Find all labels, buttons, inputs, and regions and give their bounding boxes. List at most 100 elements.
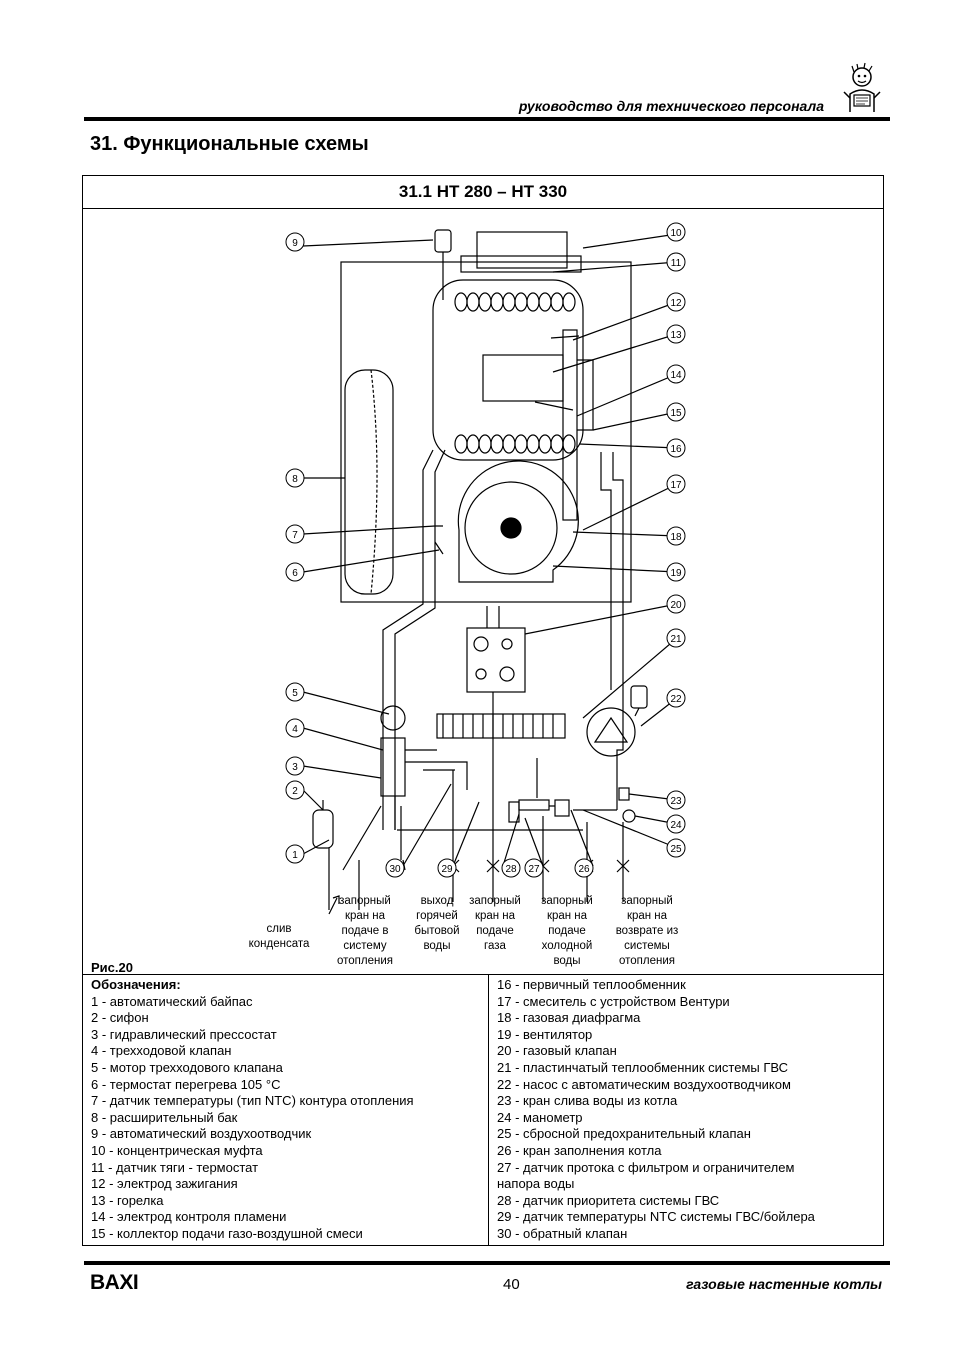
- legend-item: 28 - датчик приоритета системы ГВС: [497, 1192, 720, 1208]
- legend-item: 17 - смеситель с устройством Вентури: [497, 993, 730, 1009]
- svg-text:холодной: холодной: [542, 940, 593, 952]
- legend-item: 6 - термостат перегрева 105 °С: [91, 1076, 281, 1092]
- svg-text:запорный: запорный: [339, 895, 391, 907]
- callout-9: 9: [292, 238, 298, 249]
- boiler-casing: [340, 261, 632, 603]
- legend-item: 19 - вентилятор: [497, 1026, 593, 1042]
- svg-text:подаче: подаче: [548, 925, 586, 937]
- three-way-valve-motor: [380, 705, 406, 731]
- figure-label: Рис.20: [91, 960, 133, 975]
- svg-text:возврате из: возврате из: [616, 925, 679, 937]
- legend-item: 3 - гидравлический прессостат: [91, 1026, 277, 1042]
- legend-item: 29 - датчик температуры NTC системы ГВС/…: [497, 1209, 815, 1225]
- technician-mascot-icon: [843, 62, 881, 112]
- svg-text:систему: систему: [343, 940, 386, 952]
- svg-text:подаче: подаче: [476, 925, 514, 937]
- legend-right-column: 16 - первичный теплообменник 17 - смесит…: [497, 977, 877, 1243]
- callout-19: 19: [670, 568, 682, 579]
- svg-text:газа: газа: [484, 940, 506, 952]
- legend-item: 4 - трехходовой клапан: [91, 1043, 232, 1059]
- svg-text:бытовой: бытовой: [414, 925, 459, 937]
- plate-heat-exchanger: [436, 713, 566, 739]
- legend-item: 25 - сбросной предохранительный клапан: [497, 1126, 751, 1142]
- callout-2: 2: [292, 786, 298, 797]
- svg-text:конденсата: конденсата: [249, 938, 310, 950]
- gas-valve: [466, 627, 526, 693]
- legend-item: 7 - датчик температуры (тип NTC) контура…: [91, 1093, 414, 1109]
- label-heating-return-valve: запорный кран на возврате из системы ото…: [616, 895, 679, 967]
- label-hot-water-outlet: выход горячей бытовой воды: [414, 895, 459, 952]
- legend-column-divider: [488, 974, 489, 1246]
- callout-20: 20: [670, 600, 682, 611]
- concentric-flue: [476, 231, 568, 269]
- burner: [482, 354, 564, 402]
- legend-item: 11 - датчик тяги - термостат: [91, 1159, 259, 1175]
- label-condensate-drain: слив конденсата: [249, 923, 310, 950]
- subsection-title: 31.1 HT 280 – HT 330: [83, 176, 883, 209]
- callout-11: 11: [671, 258, 682, 269]
- svg-text:воды: воды: [423, 940, 450, 952]
- legend-divider: [83, 974, 883, 975]
- legend-heading: Обозначения:: [91, 977, 181, 992]
- label-cold-water-valve: запорный кран на подаче холодной воды: [541, 895, 593, 967]
- legend-left-column: Обозначения: 1 - автоматический байпас 2…: [91, 977, 483, 1243]
- legend-item: 30 - обратный клапан: [497, 1225, 628, 1241]
- callout-14: 14: [670, 370, 682, 381]
- legend-item: 12 - электрод зажигания: [91, 1176, 238, 1192]
- svg-text:кран на: кран на: [627, 910, 668, 922]
- callout-29: 29: [441, 864, 453, 875]
- callout-5: 5: [292, 688, 298, 699]
- section-title: 31. Функциональные схемы: [90, 133, 369, 155]
- svg-text:BAXI: BAXI: [90, 1271, 138, 1293]
- three-way-valve: [380, 737, 406, 797]
- legend-item: 23 - кран слива воды из котла: [497, 1093, 678, 1109]
- footer-rule: [84, 1261, 890, 1265]
- callout-23: 23: [670, 796, 682, 807]
- svg-text:запорный: запорный: [469, 895, 521, 907]
- baxi-logo: BAXI: [90, 1271, 139, 1293]
- primary-heat-exchanger-coils: [454, 292, 576, 454]
- callout-15: 15: [670, 408, 682, 419]
- legend-item: 9 - автоматический воздухоотводчик: [91, 1126, 312, 1142]
- callout-4: 4: [292, 724, 298, 735]
- callout-10: 10: [670, 228, 682, 239]
- label-gas-valve: запорный кран на подаче газа: [469, 895, 521, 952]
- legend-item: 26 - кран заполнения котла: [497, 1142, 662, 1158]
- svg-text:кран на: кран на: [345, 910, 386, 922]
- callout-26: 26: [578, 864, 590, 875]
- expansion-tank: [344, 369, 394, 595]
- callout-28: 28: [505, 864, 517, 875]
- svg-text:запорный: запорный: [621, 895, 673, 907]
- callout-7: 7: [292, 530, 298, 541]
- combustion-chamber: [432, 279, 584, 461]
- fan-housing: [457, 460, 579, 583]
- svg-text:воды: воды: [553, 955, 580, 967]
- callout-3: 3: [292, 762, 298, 773]
- callout-27: 27: [528, 864, 540, 875]
- legend-item: 18 - газовая диафрагма: [497, 1010, 641, 1026]
- siphon: [312, 809, 334, 849]
- legend-item: 2 - сифон: [91, 1010, 149, 1026]
- legend-item: 10 - концентрическая муфта: [91, 1142, 263, 1158]
- callout-18: 18: [670, 532, 682, 543]
- svg-text:слив: слив: [267, 923, 292, 935]
- legend-item: 20 - газовый клапан: [497, 1043, 617, 1059]
- legend-item: 21 - пластинчатый теплообменник системы …: [497, 1059, 789, 1075]
- legend-item: 24 - манометр: [497, 1109, 583, 1125]
- svg-text:горячей: горячей: [416, 910, 458, 922]
- legend-item: 16 - первичный теплообменник: [497, 977, 686, 992]
- svg-text:системы: системы: [624, 940, 670, 952]
- callout-21: 21: [670, 634, 682, 645]
- callout-24: 24: [670, 820, 682, 831]
- legend-item: 14 - электрод контроля пламени: [91, 1209, 287, 1225]
- pump: [586, 707, 636, 757]
- callout-30: 30: [389, 864, 401, 875]
- svg-text:подаче в: подаче в: [342, 925, 389, 937]
- callout-8: 8: [292, 474, 298, 485]
- header-rule: [84, 117, 890, 121]
- svg-text:выход: выход: [421, 895, 454, 907]
- figure-frame: 31.1 HT 280 – HT 330: [82, 175, 884, 1246]
- legend-item: 22 - насос с автоматическим воздухоотвод…: [497, 1076, 791, 1092]
- svg-text:запорный: запорный: [541, 895, 593, 907]
- label-heating-flow-valve: запорный кран на подаче в систему отопле…: [337, 895, 393, 967]
